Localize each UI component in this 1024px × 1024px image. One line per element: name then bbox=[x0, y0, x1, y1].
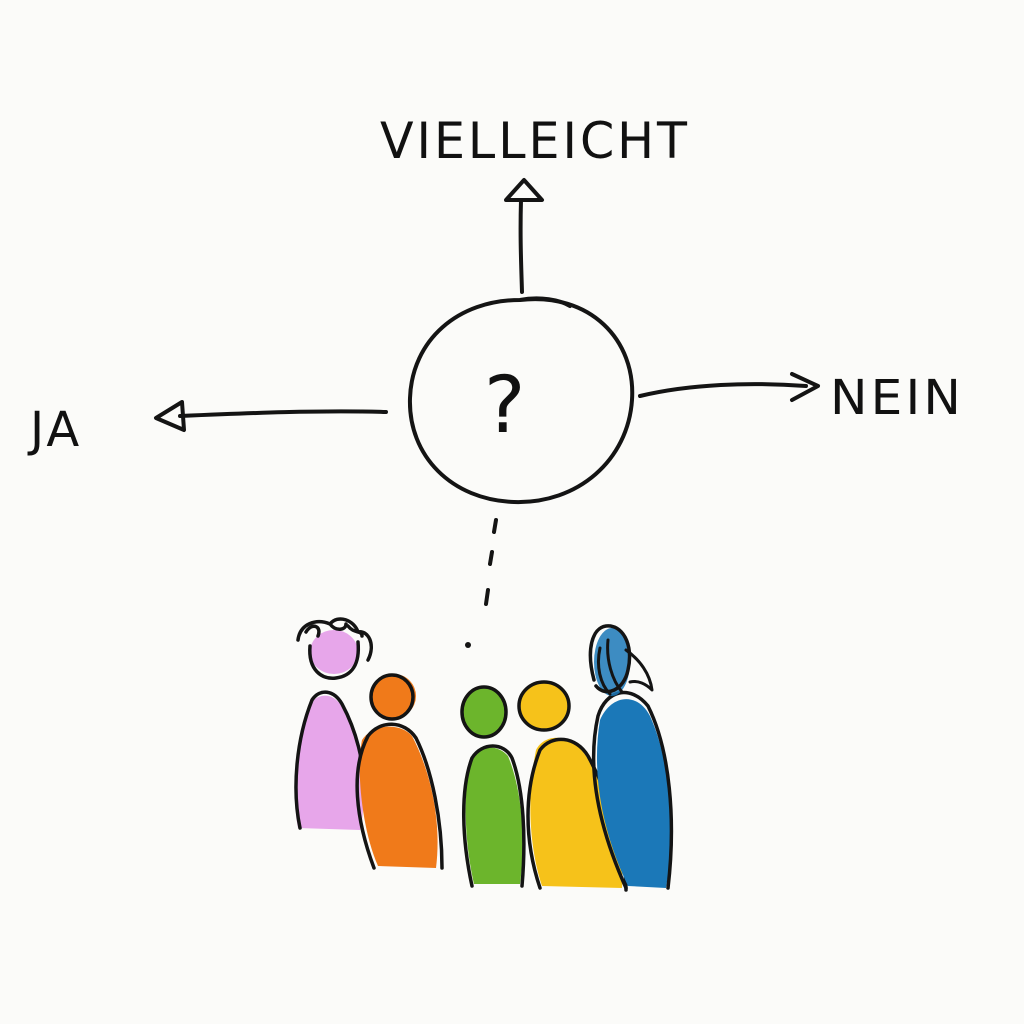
person-green bbox=[460, 685, 526, 888]
label-nein: NEIN bbox=[830, 370, 964, 426]
arrow-left-icon bbox=[154, 400, 388, 432]
arrow-right-icon bbox=[638, 372, 820, 402]
label-vielleicht: VIELLEICHT bbox=[380, 112, 690, 170]
label-ja: JA bbox=[27, 402, 82, 458]
question-mark: ? bbox=[484, 361, 528, 451]
person-blue bbox=[588, 624, 674, 890]
arrow-up-icon bbox=[504, 178, 544, 294]
person-orange bbox=[355, 673, 444, 870]
question-circle bbox=[407, 296, 635, 505]
person-yellow bbox=[517, 680, 628, 892]
people-group bbox=[294, 617, 674, 892]
person-pink bbox=[294, 617, 373, 830]
dotted-connector bbox=[465, 518, 498, 648]
